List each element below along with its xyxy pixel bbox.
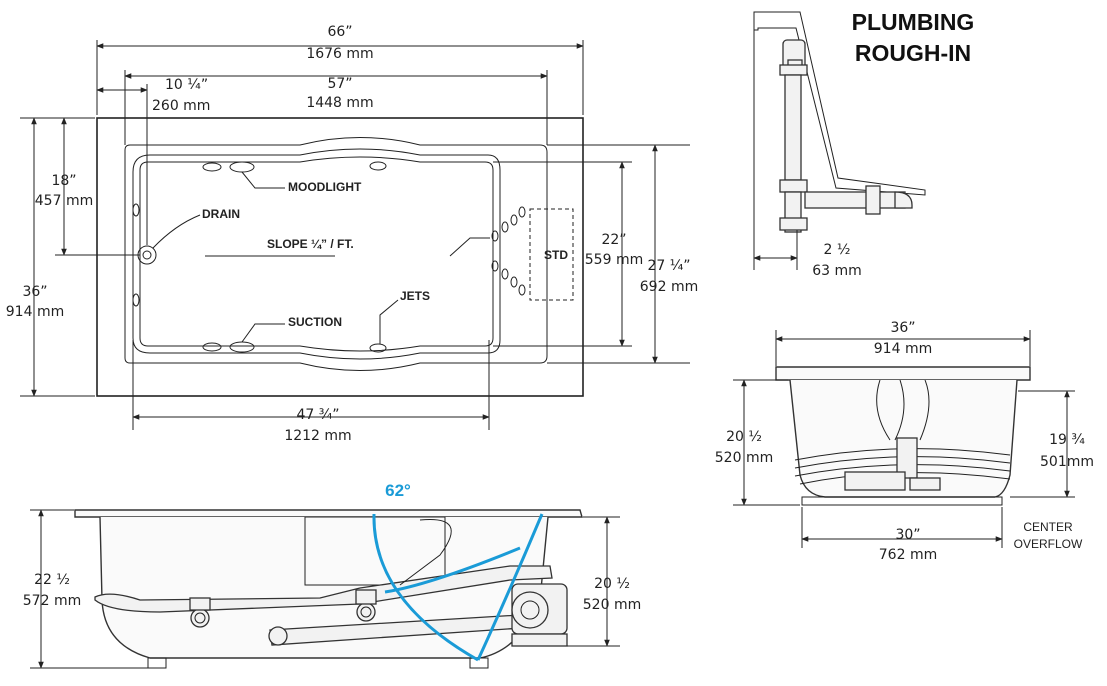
suction-fitting [229, 341, 255, 353]
dim-22half-in: 22 ½ [34, 572, 70, 588]
drain-leader [152, 214, 201, 249]
side-view: 62° 22 ½ 572 mm 20 ½ 520 mm [23, 481, 641, 669]
overflow-note-line-1: CENTER [1023, 520, 1073, 534]
suction-label: SUCTION [288, 315, 342, 329]
title-line-2: ROUGH-IN [855, 40, 971, 66]
jets-leader [379, 299, 399, 344]
dim-side-20half-in: 20 ½ [594, 576, 630, 592]
jet-bottom-1 [202, 342, 222, 352]
jets-label: JETS [400, 289, 430, 303]
drain-circle [137, 245, 157, 265]
end-view: 36” 914 mm 20 ½ 520 mm 19 ¾ 501mm 30” 76… [715, 320, 1094, 563]
std-label: STD [544, 248, 568, 262]
dim-27-mm: 692 mm [640, 279, 698, 295]
dim-36-mm: 914 mm [6, 304, 64, 320]
angle-label: 62° [385, 481, 411, 500]
dim-10-mm: 260 mm [152, 98, 210, 114]
dim-47-mm: 1212 mm [284, 428, 351, 444]
back-jets [491, 206, 526, 296]
dim-18-mm: 457 mm [35, 193, 93, 209]
dim-end-19-in: 19 ¾ [1049, 432, 1085, 448]
jet-top-1 [202, 162, 222, 172]
side-deck [74, 509, 583, 518]
dim-end-30-mm: 762 mm [879, 547, 937, 563]
title-block: PLUMBING ROUGH-IN [852, 9, 975, 66]
tub-bowl-outer [132, 148, 501, 360]
dim-66-mm: 1676 mm [306, 46, 373, 62]
drain-label: DRAIN [202, 207, 240, 221]
jet-left-bottom [132, 293, 140, 307]
dim-end-30-in: 30” [895, 527, 920, 543]
angle-indicator: 62° [372, 481, 544, 662]
jet-bottom-2 [369, 343, 387, 353]
overflow-pipe [784, 74, 802, 181]
dim-end-20half-in: 20 ½ [726, 429, 762, 445]
tub-rim [124, 137, 548, 371]
jet-top-2 [369, 161, 387, 171]
dim-57-mm: 1448 mm [306, 95, 373, 111]
dim-22-mm: 559 mm [585, 252, 643, 268]
rough-in-view: 2 ½ 63 mm [753, 11, 926, 279]
dim-end-36-in: 36” [890, 320, 915, 336]
std-box [529, 208, 574, 301]
end-rim [775, 366, 1031, 381]
jets-arrow-leader [449, 237, 490, 257]
dim-36-in: 36” [22, 284, 47, 300]
tub-bowl [139, 156, 494, 352]
rough-in-wall-profile [753, 11, 926, 196]
dim-22half-mm: 572 mm [23, 593, 81, 609]
dim-2half-mm: 63 mm [812, 263, 862, 279]
tub-deck-outline [96, 117, 584, 397]
dim-end-20half-mm: 520 mm [715, 450, 773, 466]
overflow-note-line-2: OVERFLOW [1014, 537, 1083, 551]
dim-66-in: 66” [327, 24, 352, 40]
title-line-1: PLUMBING [852, 9, 975, 35]
dim-2half-in: 2 ½ [824, 242, 851, 258]
jet-left-top [132, 203, 140, 217]
dim-22-in: 22” [601, 232, 626, 248]
top-view: STD MOODLIGHT DRAIN SLOPE ¼” / FT. JETS … [6, 24, 698, 444]
end-base [801, 496, 1003, 506]
end-pipes [794, 379, 1011, 491]
dim-18-in: 18” [51, 173, 76, 189]
moodlight [229, 161, 255, 173]
drain-pipe [804, 191, 906, 209]
dim-47-in: 47 ¾” [296, 407, 339, 423]
dim-end-19-mm: 501mm [1040, 454, 1094, 470]
drain-inner [142, 250, 152, 260]
slope-label: SLOPE ¼” / FT. [267, 237, 354, 251]
dim-10-in: 10 ¼” [165, 77, 208, 93]
dim-57-in: 57” [327, 76, 352, 92]
dim-side-20half-mm: 520 mm [583, 597, 641, 613]
moodlight-label: MOODLIGHT [288, 180, 362, 194]
suction-leader [241, 323, 285, 343]
side-pump [511, 583, 568, 647]
dim-27-in: 27 ¼” [647, 258, 690, 274]
dim-end-36-mm: 914 mm [874, 341, 932, 357]
moodlight-leader [241, 171, 285, 189]
